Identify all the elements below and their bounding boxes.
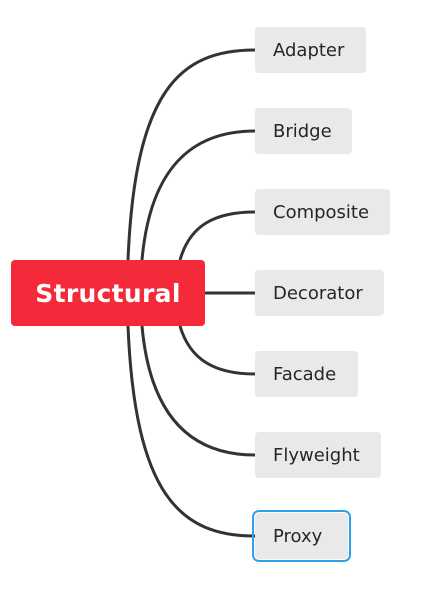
subtopic-label: Decorator: [273, 282, 363, 304]
central-topic-label: Structural: [35, 278, 181, 308]
subtopic-adapter[interactable]: Adapter: [255, 27, 366, 73]
connector-composite: [178, 210, 256, 261]
subtopic-label: Bridge: [273, 120, 332, 142]
connector-bridge: [140, 129, 256, 261]
connector-adapter: [126, 48, 256, 261]
connector-facade: [178, 325, 256, 376]
subtopic-label: Proxy: [273, 525, 323, 547]
subtopic-composite[interactable]: Composite: [255, 189, 390, 235]
subtopic-proxy[interactable]: Proxy: [252, 510, 351, 562]
subtopic-label: Adapter: [273, 39, 345, 61]
connector-proxy: [126, 325, 256, 538]
subtopic-bridge[interactable]: Bridge: [255, 108, 352, 154]
subtopic-label: Flyweight: [273, 444, 360, 466]
subtopic-facade[interactable]: Facade: [255, 351, 358, 397]
central-topic-structural[interactable]: Structural: [11, 260, 205, 326]
connector-flyweight: [140, 325, 256, 457]
subtopic-flyweight[interactable]: Flyweight: [255, 432, 381, 478]
subtopic-decorator[interactable]: Decorator: [255, 270, 384, 316]
subtopic-label: Facade: [273, 363, 337, 385]
subtopic-label: Composite: [273, 201, 370, 223]
